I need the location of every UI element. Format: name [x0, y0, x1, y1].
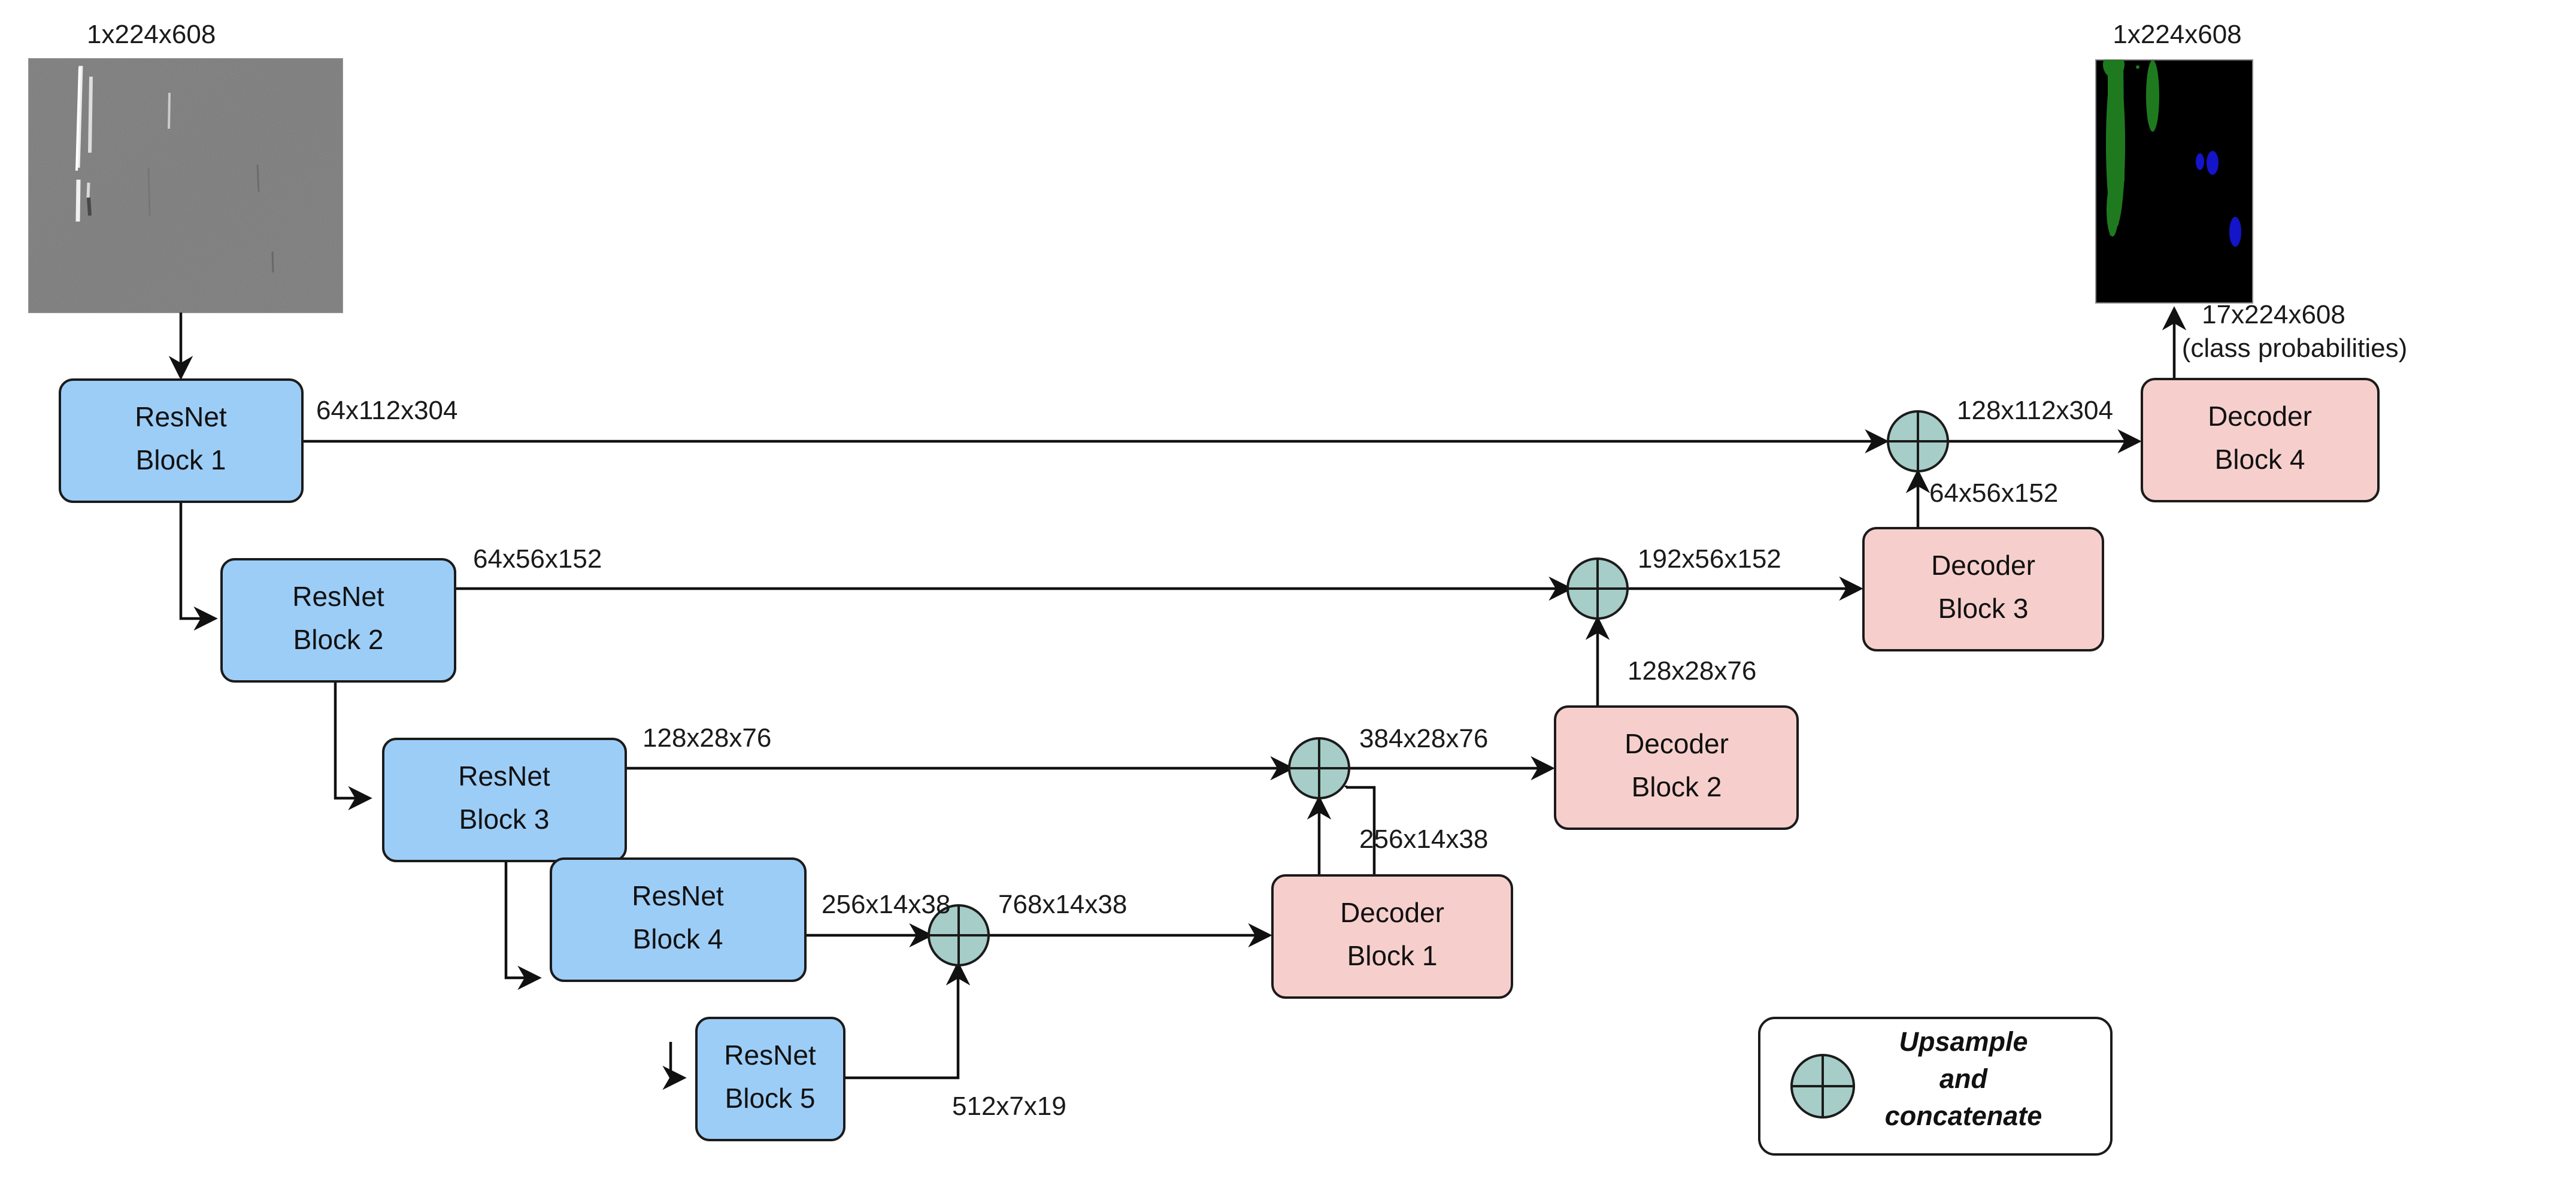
dim-resnet4-out: 256x14x38	[822, 890, 950, 919]
decoder-block-3-line1: Decoder	[1931, 550, 2035, 581]
decoder-block-2-line2: Block 2	[1632, 771, 1722, 802]
legend-line-3: concatenate	[1885, 1101, 2042, 1131]
decoder-block-2[interactable]: Decoder Block 2	[1554, 705, 1799, 830]
resnet-block-5[interactable]: ResNet Block 5	[695, 1017, 845, 1141]
resnet-block-1-line2: Block 1	[136, 444, 226, 475]
dim-concat3-out: 192x56x152	[1638, 544, 1781, 574]
dim-resnet1-out: 64x112x304	[316, 396, 458, 425]
input-image	[28, 58, 343, 313]
dim-concat2-out: 384x28x76	[1359, 724, 1488, 753]
concat-node-1[interactable]	[928, 904, 990, 966]
resnet-block-3[interactable]: ResNet Block 3	[382, 738, 627, 862]
decoder-block-4-line1: Decoder	[2208, 401, 2312, 432]
edge-resnet3-to-resnet4	[504, 861, 542, 990]
legend-line-1: Upsample	[1899, 1026, 2028, 1057]
dim-resnet2-out: 64x56x152	[473, 544, 602, 574]
resnet-block-4-line1: ResNet	[632, 880, 724, 911]
edge-resnet2-to-resnet3	[334, 681, 372, 811]
resnet-block-2[interactable]: ResNet Block 2	[220, 558, 456, 683]
legend-concat-icon	[1790, 1054, 1855, 1119]
dim-concat1-out: 768x14x38	[998, 890, 1127, 919]
output-image	[2095, 59, 2253, 304]
decoder-block-4[interactable]: Decoder Block 4	[2141, 378, 2380, 502]
concat-node-2[interactable]	[1288, 737, 1350, 799]
edge-resnet5-to-concat1	[844, 961, 971, 1080]
decoder-block-4-line2: Block 4	[2215, 444, 2305, 475]
legend-panel: Upsample and concatenate	[1758, 1017, 2113, 1156]
dim-decoder2-out: 128x28x76	[1628, 656, 1756, 686]
resnet-block-5-line1: ResNet	[724, 1039, 816, 1071]
decoder-block-3[interactable]: Decoder Block 3	[1862, 527, 2104, 651]
decoder-block-3-line2: Block 3	[1938, 593, 2029, 624]
concat-node-4[interactable]	[1887, 410, 1949, 472]
dim-decoder3-out: 64x56x152	[1929, 478, 2058, 508]
concat-node-3[interactable]	[1566, 557, 1629, 620]
resnet-block-5-line2: Block 5	[725, 1083, 816, 1114]
resnet-block-4[interactable]: ResNet Block 4	[550, 857, 807, 982]
edge-resnet4-to-resnet5	[662, 1042, 687, 1090]
decoder-block-1-line1: Decoder	[1340, 897, 1444, 928]
resnet-block-4-line2: Block 4	[633, 923, 723, 954]
resnet-block-1[interactable]: ResNet Block 1	[59, 378, 304, 503]
dim-resnet3-out: 128x28x76	[643, 723, 771, 753]
edge-resnet1-to-resnet2	[179, 502, 218, 631]
output-dim-label: 1x224x608	[2113, 20, 2241, 49]
edge-decoder1-out	[1346, 786, 1376, 904]
output-class-prob-label: (class probabilities)	[2182, 334, 2408, 363]
decoder-block-1[interactable]: Decoder Block 1	[1271, 874, 1513, 999]
resnet-block-2-line2: Block 2	[293, 624, 384, 655]
input-dim-label: 1x224x608	[87, 20, 216, 49]
resnet-block-2-line1: ResNet	[292, 581, 384, 612]
dim-resnet5-out: 512x7x19	[952, 1092, 1066, 1121]
decoder-block-1-line2: Block 1	[1347, 940, 1438, 971]
dim-decoder1-out: 256x14x38	[1359, 825, 1488, 854]
decoder-block-2-line1: Decoder	[1625, 728, 1729, 759]
resnet-block-3-line1: ResNet	[458, 760, 550, 792]
resnet-block-3-line2: Block 3	[459, 804, 550, 835]
resnet-block-1-line1: ResNet	[135, 401, 227, 432]
dim-concat4-out: 128x112x304	[1957, 396, 2113, 425]
legend-line-2: and	[1939, 1063, 1989, 1094]
output-class-dim-label: 17x224x608	[2202, 300, 2345, 329]
edges-layer	[168, 306, 2187, 1090]
